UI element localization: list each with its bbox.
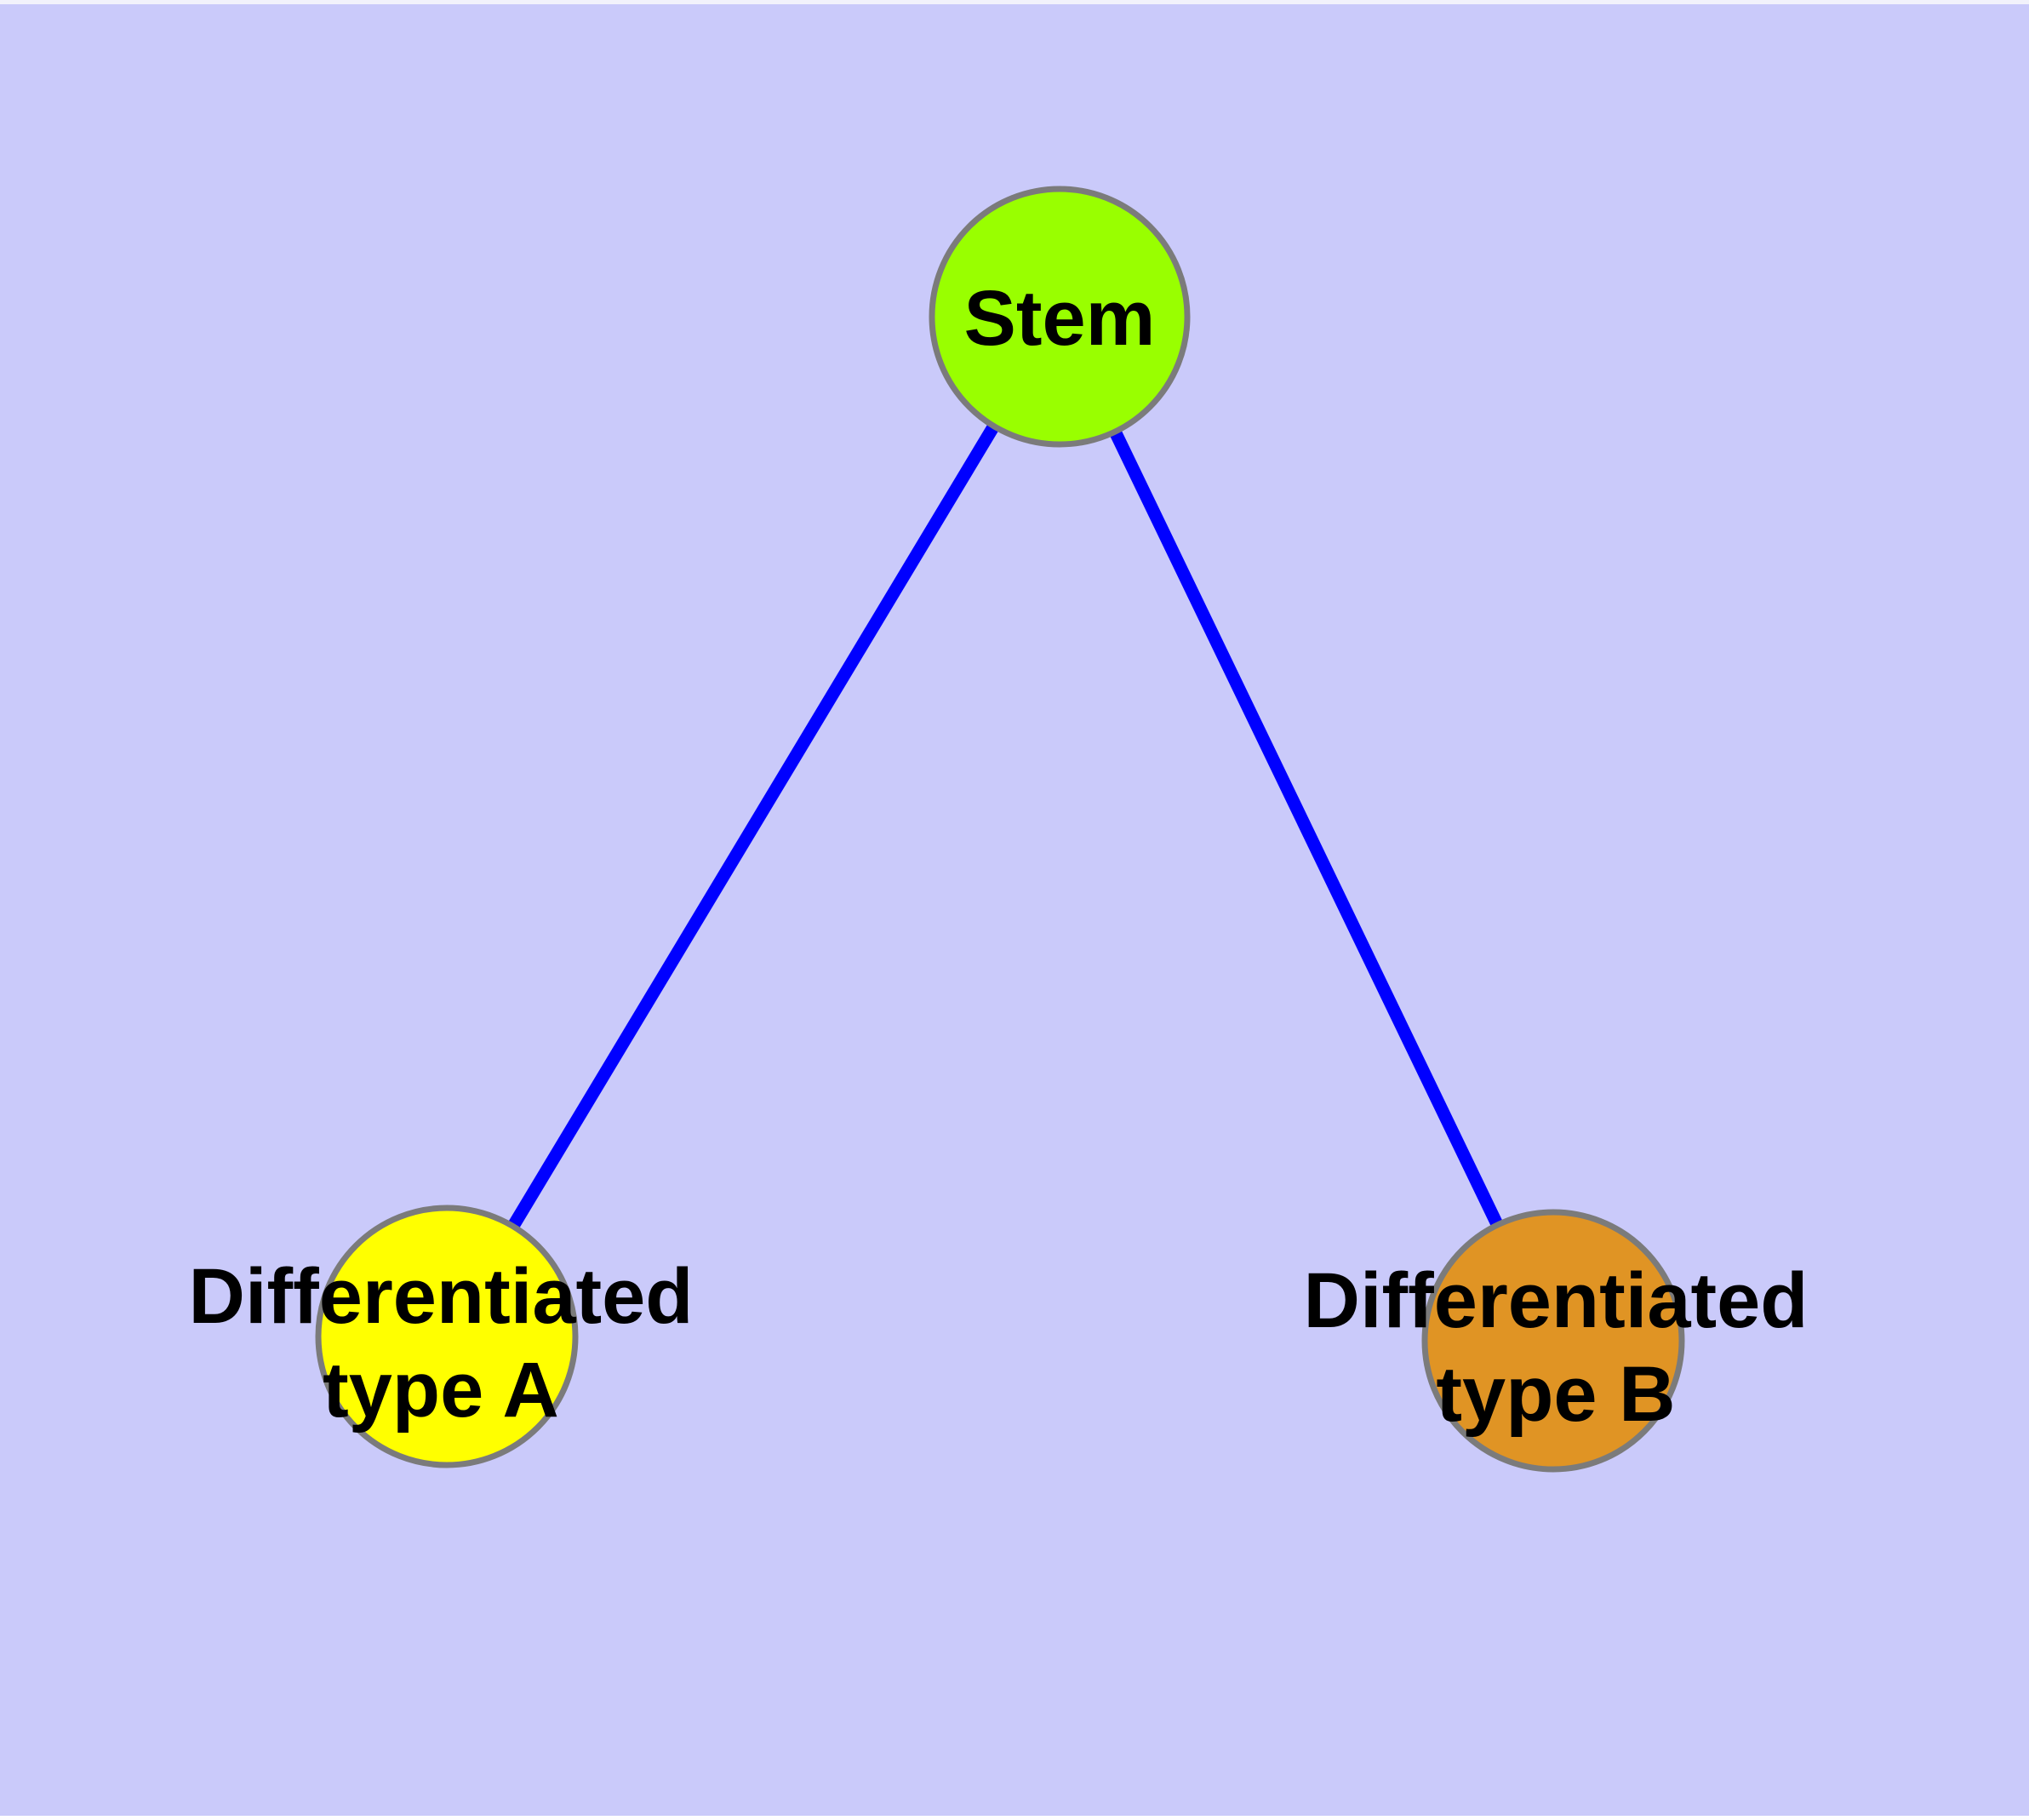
top-edge-highlight [0,0,2029,4]
edge-stem-to-type-a [441,313,1066,1340]
edge-stem-to-type-b [1054,313,1559,1344]
node-stem-label: Stem [964,275,1156,362]
node-type-b-label-line2: type B [1436,1351,1675,1438]
node-stem [929,186,1191,448]
bottom-edge-highlight [0,1816,2029,1820]
edge-group [441,313,1559,1344]
label-group: Stem Differentiated type A Differentiate… [189,275,1809,1438]
node-type-a-label-line1: Differentiated [189,1253,694,1340]
node-group [315,186,1685,1473]
node-type-b-label-line1: Differentiated [1304,1257,1809,1344]
node-type-a [315,1205,579,1468]
node-type-b [1421,1209,1685,1473]
node-type-a-label-line2: type A [323,1347,559,1434]
